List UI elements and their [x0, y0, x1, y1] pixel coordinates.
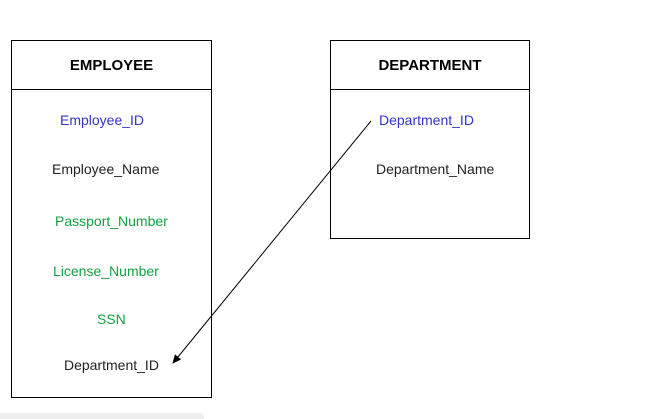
department-attr-department-name: Department_Name [376, 161, 495, 177]
employee-attr-passport-number: Passport_Number [55, 213, 168, 229]
department-attr-department-id: Department_ID [379, 112, 474, 128]
department-entity[interactable]: DEPARTMENT [330, 40, 530, 239]
employee-attr-ssn: SSN [97, 311, 126, 327]
employee-attr-employee-id: Employee_ID [60, 112, 145, 128]
department-entity-title: DEPARTMENT [331, 41, 529, 90]
employee-entity-title: EMPLOYEE [12, 41, 211, 90]
bottom-scroll-bar[interactable] [0, 413, 204, 419]
employee-attr-license-number: License_Number [53, 263, 159, 279]
employee-attr-employee-name: Employee_Name [52, 161, 160, 177]
employee-attr-department-id: Department_ID [64, 357, 159, 373]
